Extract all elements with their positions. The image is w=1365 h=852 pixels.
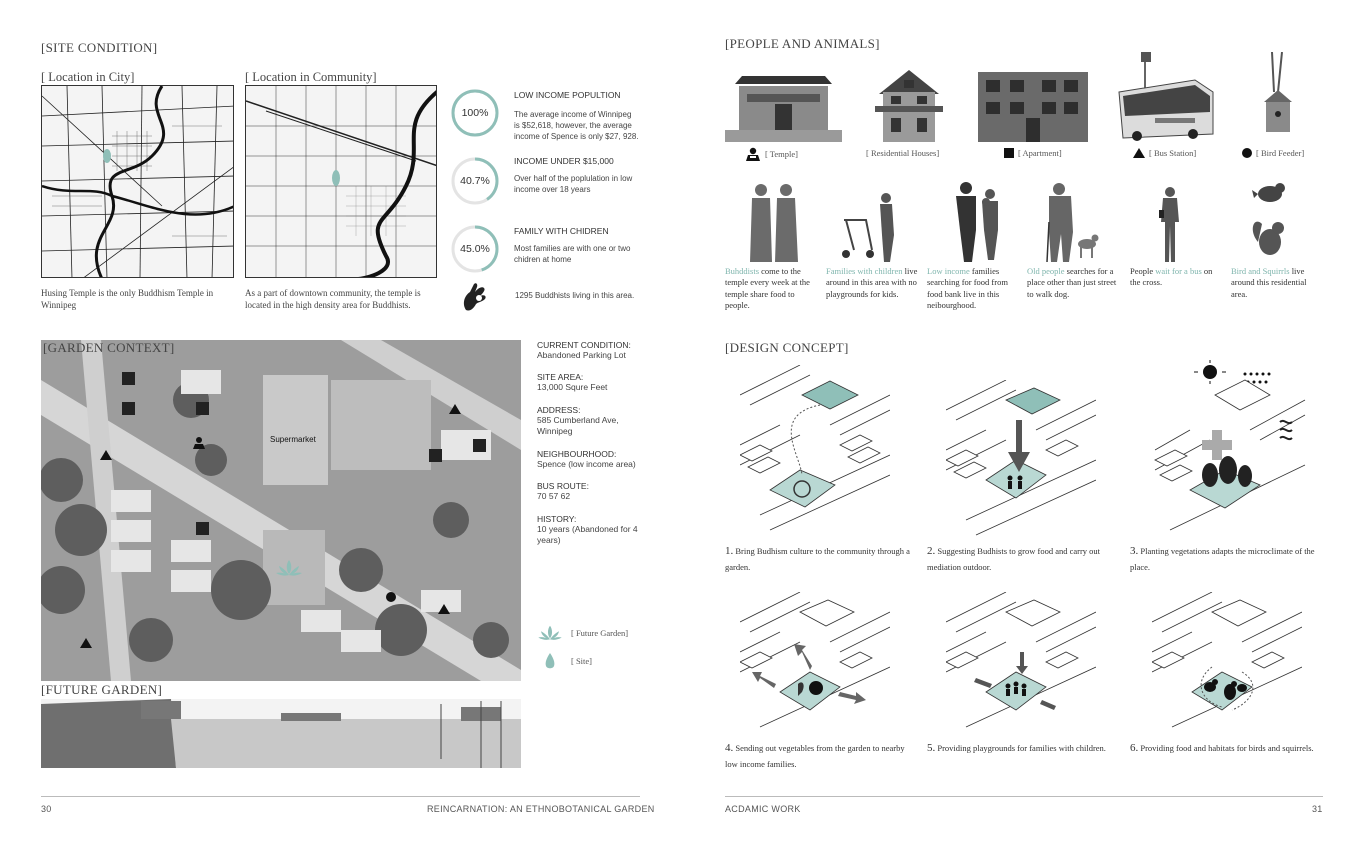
concept-caption-5: 5. Providing playgrounds for families wi… — [927, 742, 1106, 754]
square-icon — [1004, 148, 1014, 158]
apartment-marker — [196, 402, 209, 415]
stat-body-2: Over half of the poplulation in low inco… — [514, 174, 633, 194]
bird-squirrel-figure — [1252, 183, 1285, 255]
info-item: CURRENT CONDITION:Abandoned Parking Lot — [537, 340, 631, 360]
concept-diagram-2 — [946, 380, 1096, 536]
caption-old-people: Old people searches for a place other th… — [1027, 266, 1117, 299]
apartment-marker — [122, 372, 135, 385]
stat-title-3: FAMILY WITH CHIDREN — [514, 226, 609, 236]
bird-feeder-marker — [386, 592, 396, 602]
place-label-temple: [ Temple] — [745, 146, 798, 162]
bus-station-marker — [80, 638, 92, 648]
info-item: SITE AREA:13,000 Squre Feet — [537, 372, 608, 393]
concept-caption-6: 6. Providing food and habitats for birds… — [1130, 742, 1314, 754]
caption-low-income: Low income families searching for food f… — [927, 266, 1008, 311]
apartment-marker — [122, 402, 135, 415]
people-animals-title: [PEOPLE AND ANIMALS] — [725, 36, 880, 51]
caption-bus-people: People wait for a bus on the cross. — [1130, 266, 1213, 288]
concept-caption-1: 1. Bring Budhism culture to the communit… — [725, 545, 910, 572]
stat-title-2: INCOME UNDER $15,000 — [514, 156, 614, 166]
triangle-icon — [1133, 148, 1145, 158]
future-garden-title: [FUTURE GARDEN] — [41, 682, 163, 697]
community-map-caption: As a part of downtown community, the tem… — [245, 288, 421, 310]
monks-figure — [750, 184, 798, 262]
apartment-marker — [429, 449, 442, 462]
garden-context-aerial — [41, 340, 521, 681]
apartment-photo — [978, 72, 1088, 142]
site-condition-title: [SITE CONDITION] — [41, 40, 158, 55]
stat-value-1: 100% — [461, 107, 489, 119]
concept-diagram-5 — [946, 592, 1096, 728]
caption-buddhists: Buhddists come to the temple every week … — [725, 266, 810, 311]
city-map-title: [ Location in City] — [41, 70, 135, 84]
legend-site: [ Site] — [537, 652, 628, 670]
caption-birds-squirrels: Bird and Squirrls live around this resid… — [1231, 266, 1307, 299]
garden-info-list: CURRENT CONDITION:Abandoned Parking Lot … — [537, 340, 647, 558]
place-label-bird-feeder: [ Bird Feeder] — [1242, 148, 1304, 158]
mudra-hand-icon — [463, 283, 486, 311]
garden-context-title: [GARDEN CONTEXT] — [43, 340, 175, 355]
stat-value-2: 40.7% — [460, 175, 490, 187]
footer-rule-right — [725, 796, 1323, 797]
concept-caption-3: 3. Planting vegetations adapts the micro… — [1130, 545, 1315, 572]
stat-ring-2 — [451, 157, 499, 205]
place-label-residential: [ Residential Houses] — [866, 148, 940, 158]
residential-house-photo — [875, 68, 943, 142]
bus-station-marker — [100, 450, 112, 460]
page-number-right: 31 — [1312, 804, 1323, 814]
old-man-dog-figure — [1046, 183, 1099, 262]
legend-future-garden: [ Future Garden] — [537, 624, 628, 642]
info-item: HISTORY:10 years (Abandoned for 4 years) — [537, 513, 638, 546]
footer-rule-left — [41, 796, 640, 797]
temple-marker — [193, 437, 205, 449]
design-concept-title: [DESIGN CONCEPT] — [725, 340, 849, 355]
bird-feeder-photo — [1258, 51, 1298, 142]
monk-icon — [746, 147, 760, 161]
concept-caption-4: 4. Sending out vegetables from the garde… — [725, 742, 905, 769]
caption-families: Families with children live around in th… — [826, 266, 918, 299]
city-map-caption: Husing Temple is the only Buddhism Templ… — [41, 288, 214, 310]
stat-ring-1 — [451, 89, 499, 137]
stat-body-1: The average income of Winnipeg is $52,61… — [514, 110, 639, 141]
supermarket-label: Supermarket — [270, 435, 316, 444]
apartment-marker — [196, 522, 209, 535]
community-map-title: [ Location in Community] — [245, 70, 377, 84]
stat-ring-3 — [451, 225, 499, 273]
temple-photo — [725, 72, 842, 142]
section-label: ACDAMIC WORK — [725, 804, 801, 814]
bus-photo — [1115, 52, 1215, 142]
stat-body-3: Most families are with one or two chidre… — [514, 244, 631, 264]
low-income-family-figure — [956, 182, 998, 262]
circle-icon — [1242, 148, 1252, 158]
apartment-marker — [473, 439, 486, 452]
concept-diagram-4 — [740, 592, 890, 728]
city-map — [41, 85, 234, 278]
info-item: NEIGHBOURHOOD:Spence (low income area) — [537, 448, 636, 469]
lotus-icon — [538, 625, 562, 640]
bus-station-marker — [449, 404, 461, 414]
stat-title-1: LOW INCOME POPULTION — [514, 90, 621, 100]
family-stroller-figure — [842, 193, 894, 262]
concept-diagram-1 — [740, 365, 890, 531]
stat-value-3: 45.0% — [460, 243, 490, 255]
map-legend: [ Future Garden] [ Site] — [537, 624, 628, 670]
lotus-icon — [276, 560, 302, 576]
buddhists-count-text: 1295 Buddhists living in this area. — [515, 291, 635, 300]
site-drop-icon — [545, 653, 555, 669]
concept-diagram-3 — [1154, 360, 1306, 531]
info-item: ADDRESS:585 Cumberland Ave, Winnipeg — [537, 404, 619, 437]
info-item: BUS ROUTE:70 57 62 — [537, 481, 589, 502]
woman-waiting-figure — [1159, 187, 1179, 262]
concept-caption-2: 2. Suggesting Budhists to grow food and … — [927, 545, 1101, 572]
community-map — [245, 85, 437, 278]
page-number-left: 30 — [41, 804, 52, 814]
future-garden-photo — [41, 699, 521, 768]
place-label-apartment: [ Apartment] — [1004, 148, 1062, 158]
place-label-bus: [ Bus Station] — [1133, 148, 1196, 158]
concept-diagram-6 — [1152, 592, 1302, 728]
book-title: REINCARNATION: AN ETHNOBOTANICAL GARDEN — [427, 804, 655, 814]
bus-station-marker — [438, 604, 450, 614]
